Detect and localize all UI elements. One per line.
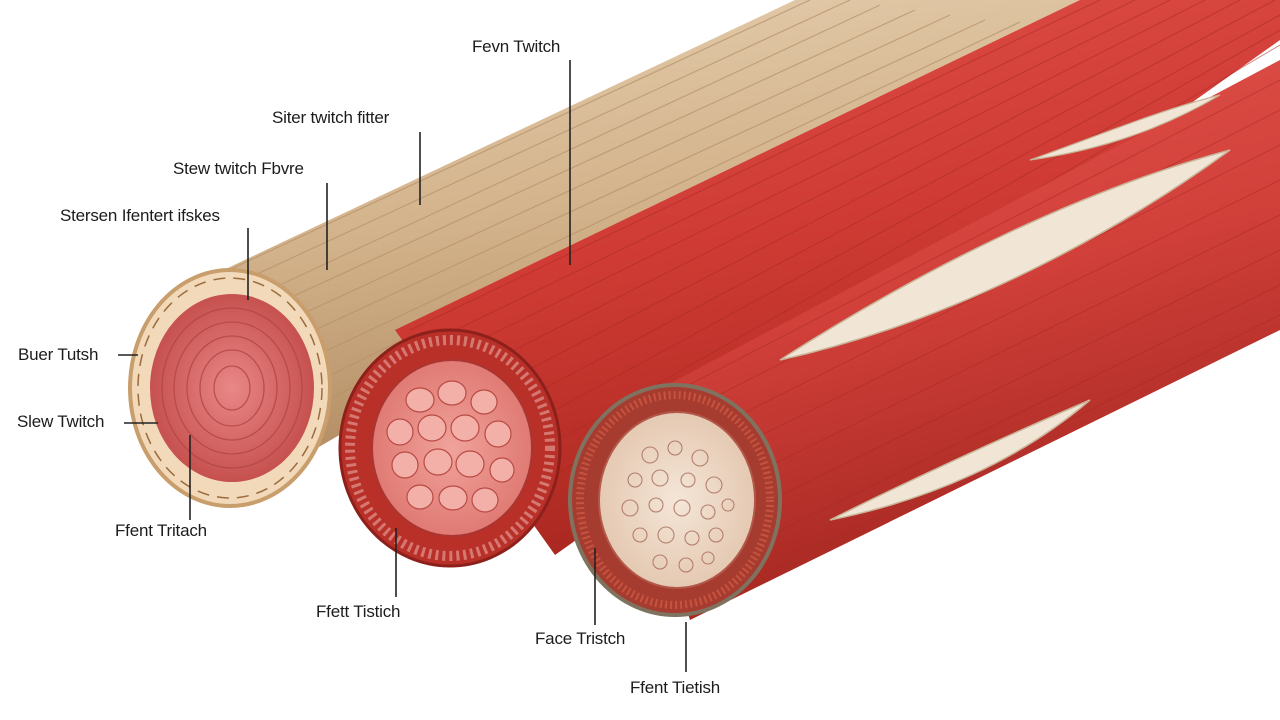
fast-fiber-front-core [598,411,756,589]
label-fevn-twitch: Fevn Twitch [472,37,561,56]
fast-fiber-middle-fascicles [386,380,515,513]
leader-lines [118,60,687,672]
fast-fiber-front-sheath [576,391,774,609]
fast-fiber-front-myofibrils [621,440,735,573]
fascia-window-lower [829,399,1091,521]
label-slower-twitch-fiber: Siter twitch fitter [272,108,390,127]
label-face-twitch: Face Tristch [535,629,626,648]
slow-fiber-sheath [137,277,323,499]
label-fast-twitch-a: Ffent Tritach [115,521,207,540]
label-slow-twitch-fibres: Stersen Ifentert ifskes [60,206,220,225]
fascia-window-upper [779,149,1231,361]
label-slew-twitch: Slew Twitch [17,412,105,431]
fascia-window-top [1029,94,1221,161]
slow-fiber-rings [161,307,303,469]
label-buer-tutsh: Buer Tutsh [18,345,99,364]
label-fast-twitch-c: Ffent Tietish [630,678,720,697]
fast-fiber-middle-sheath [345,335,555,561]
label-fast-twitch-b: Ffett Tistich [316,602,401,621]
fast-fiber-middle-striations [409,0,1280,491]
label-slow-twitch-fibre: Stew twitch Fbvre [173,159,304,178]
fast-fiber-bundle-front [568,60,1280,620]
